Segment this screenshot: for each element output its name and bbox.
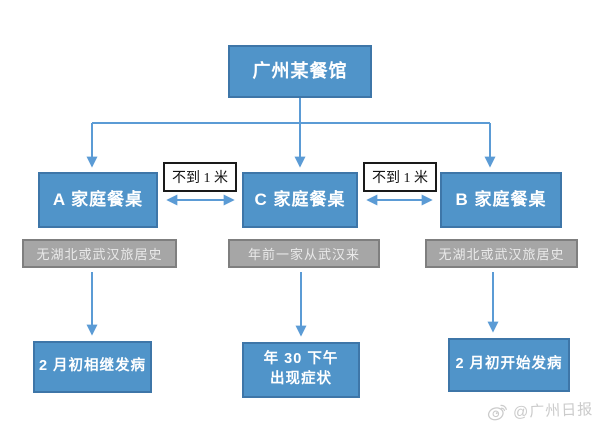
table-c-outcome-line1: 年 30 下午	[263, 351, 339, 368]
restaurant-root-node: 广州某餐馆	[228, 45, 372, 98]
watermark: @广州日报	[487, 397, 594, 423]
table-c-note: 年前一家从武汉来	[228, 239, 380, 268]
table-b-label: B 家庭餐桌	[455, 189, 547, 209]
table-c-node: C 家庭餐桌	[242, 172, 358, 228]
table-c-label: C 家庭餐桌	[254, 189, 346, 209]
table-b-note: 无湖北或武汉旅居史	[425, 239, 578, 268]
distance-label-left: 不到 1 米	[163, 162, 237, 192]
distance-label-left-text: 不到 1 米	[172, 171, 228, 186]
table-c-note-text: 年前一家从武汉来	[247, 247, 360, 262]
table-c-outcome-line2: 出现症状	[270, 371, 332, 387]
table-a-outcome-text: 2 月初相继发病	[38, 358, 147, 375]
table-a-note-text: 无湖北或武汉旅居史	[36, 247, 163, 262]
table-a-label: A 家庭餐桌	[52, 189, 144, 209]
table-b-outcome-text: 2 月初开始发病	[455, 356, 563, 373]
table-a-note: 无湖北或武汉旅居史	[22, 239, 177, 268]
table-b-outcome-node: 2 月初开始发病	[448, 338, 570, 392]
watermark-handle: @广州日报	[512, 400, 594, 421]
table-a-node: A 家庭餐桌	[38, 172, 158, 228]
distance-label-right: 不到 1 米	[363, 162, 437, 192]
table-b-node: B 家庭餐桌	[440, 172, 562, 228]
table-c-outcome-node: 年 30 下午 出现症状	[242, 342, 360, 398]
distance-label-right-text: 不到 1 米	[372, 171, 428, 186]
table-b-note-text: 无湖北或武汉旅居史	[438, 247, 565, 262]
restaurant-root-label: 广州某餐馆	[252, 61, 348, 82]
weibo-icon	[487, 400, 510, 423]
table-a-outcome-node: 2 月初相继发病	[33, 341, 152, 393]
